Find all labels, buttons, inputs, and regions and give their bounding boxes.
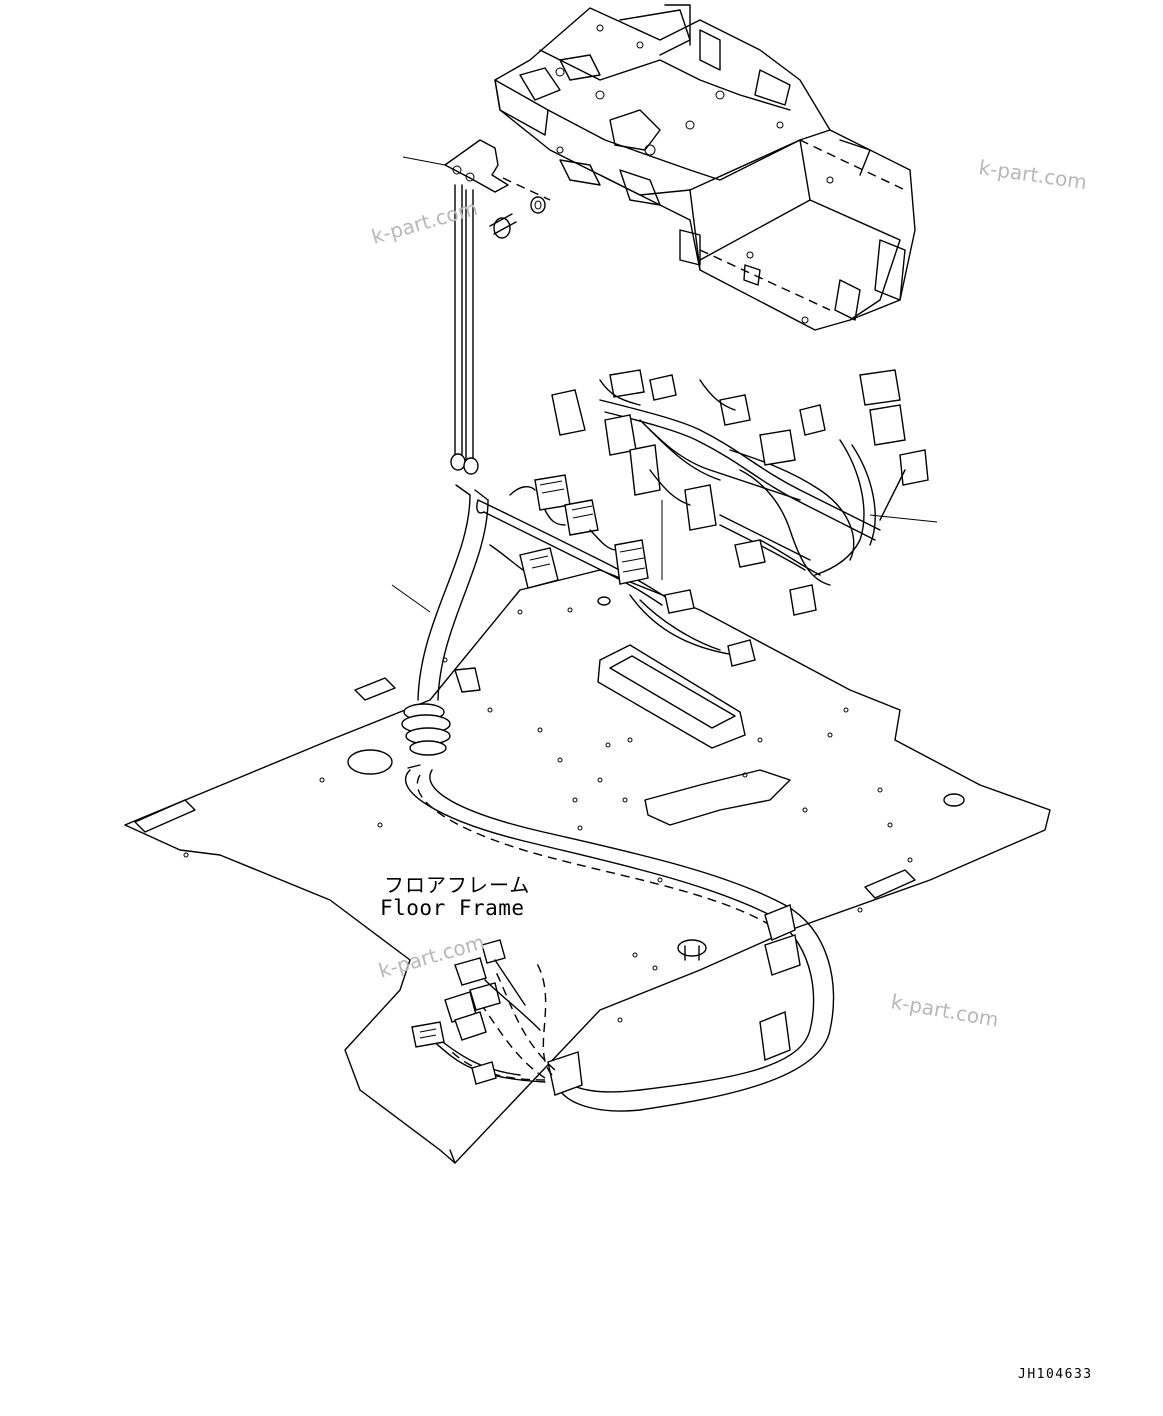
floor-frame-plate: [124, 569, 1051, 1164]
bolt-and-washer: [489, 196, 546, 239]
floor-frame-label-jp: フロアフレーム: [384, 873, 530, 897]
watermark-bottom-right: k-part.com: [889, 989, 1000, 1032]
plate-holes: [183, 607, 913, 1023]
floor-frame-label-en: Floor Frame: [380, 896, 525, 920]
leader-line-cab-harness: [869, 514, 938, 523]
controller-bracket-assembly: [494, 4, 916, 331]
watermark-top-left: k-part.com: [369, 196, 480, 249]
leader-line-harness: [391, 584, 431, 613]
left-connector-cluster: [411, 939, 541, 1085]
cab-wiring-harness: [551, 369, 929, 616]
drawing-code: JH104633: [1018, 1367, 1093, 1382]
upper-harness: [476, 474, 756, 667]
bracket-cables: [450, 184, 479, 475]
leader-line-bracket: [402, 156, 446, 166]
main-harness: [401, 484, 835, 1112]
mounting-bracket: [444, 139, 551, 201]
watermark-top-right: k-part.com: [977, 155, 1088, 194]
